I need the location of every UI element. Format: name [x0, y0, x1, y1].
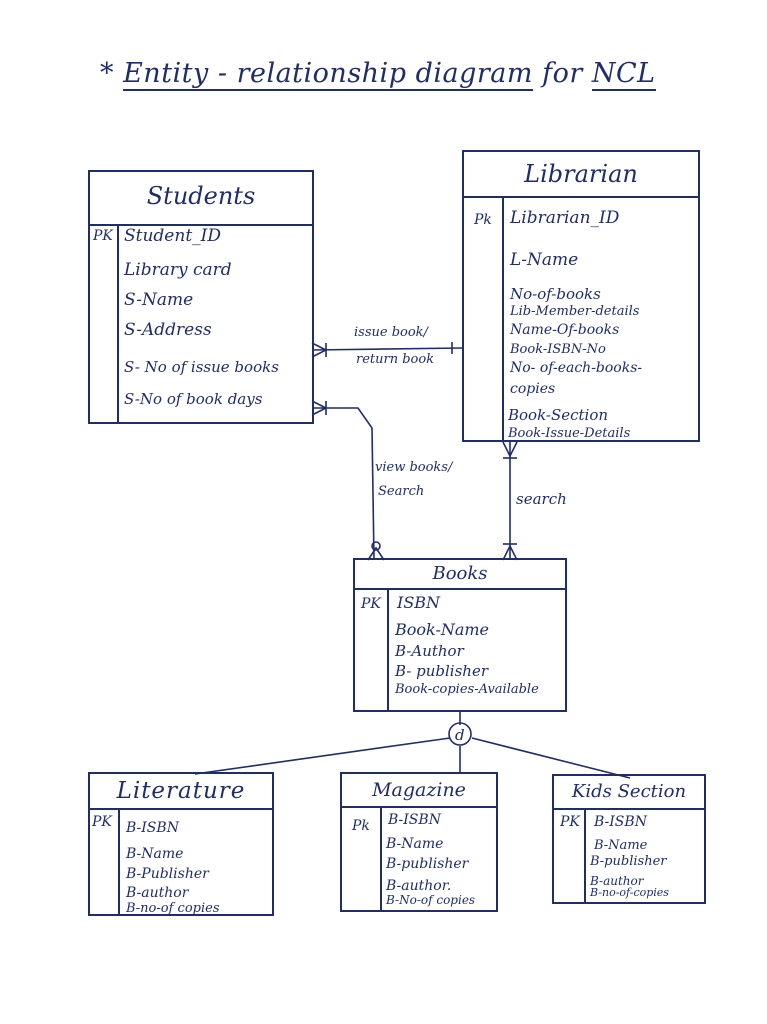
- kids-attr: B-ISBN: [594, 814, 647, 830]
- magazine-attr: B-ISBN: [388, 812, 441, 828]
- literature-attr: B-Name: [126, 846, 184, 862]
- view-optional-mark: [371, 541, 381, 551]
- search-crowfoot-top: [502, 441, 518, 458]
- students-attr: S- No of issue books: [124, 358, 279, 376]
- magazine-attr: B-No-of copies: [386, 893, 476, 907]
- librarian-attr: Name-Of-books: [510, 322, 620, 338]
- entity-kids-section: Kids Section PK B-ISBN B-Name B-publishe…: [552, 774, 706, 904]
- entity-books-name: Books: [355, 560, 565, 590]
- books-attr: ISBN: [397, 593, 441, 612]
- literature-pk: PK: [92, 814, 112, 830]
- view-crowfoot-books: [367, 546, 385, 561]
- entity-students: Students PK Student_ID Library card S-Na…: [88, 170, 314, 424]
- isa-literature: [194, 737, 451, 775]
- librarian-attr: Lib-Member-details: [510, 304, 640, 319]
- librarian-attr: Librarian_ID: [510, 208, 620, 228]
- literature-attr: B-no-of copies: [126, 901, 220, 916]
- kids-attr: B-publisher: [590, 854, 667, 869]
- entity-literature: Literature PK B-ISBN B-Name B-Publisher …: [88, 772, 274, 916]
- students-attr: Library card: [124, 260, 232, 280]
- books-attr: B- publisher: [395, 662, 489, 680]
- students-attr: Student_ID: [124, 226, 221, 246]
- students-attr: S-Address: [124, 320, 212, 340]
- students-attr: S-Name: [124, 290, 194, 310]
- entity-students-name: Students: [90, 172, 312, 226]
- books-attr: B-Author: [395, 642, 464, 660]
- entity-kids-name: Kids Section: [554, 776, 704, 810]
- rel-issue-1: issue book/: [354, 325, 428, 340]
- librarian-attr: Book-ISBN-No: [510, 342, 606, 357]
- librarian-attr: copies: [510, 381, 556, 397]
- diagram-title: * Entity - relationship diagram for NCL: [100, 58, 656, 91]
- title-main: Entity - relationship diagram: [123, 58, 533, 91]
- literature-attr: B-ISBN: [126, 820, 179, 836]
- title-bullet: *: [100, 58, 114, 89]
- books-attr: Book-Name: [395, 620, 490, 639]
- librarian-attr: Book-Section: [508, 406, 609, 424]
- rel-view-2: Search: [378, 484, 425, 499]
- entity-librarian-name: Librarian: [464, 152, 698, 198]
- rel-search: search: [516, 490, 567, 508]
- entity-magazine-name: Magazine: [342, 774, 496, 808]
- title-acronym: NCL: [591, 58, 656, 91]
- students-pk: PK: [93, 228, 113, 244]
- literature-attr: B-author: [126, 885, 189, 901]
- librarian-attr: No- of-each-books-: [510, 360, 643, 376]
- search-crowfoot-bottom: [502, 544, 518, 561]
- librarian-attr: No-of-books: [510, 285, 601, 303]
- kids-attr: B-Name: [594, 838, 648, 853]
- rel-issue-2: return book: [356, 352, 435, 367]
- kids-attr: B-author: [590, 874, 644, 888]
- kids-pk: PK: [560, 814, 580, 830]
- entity-literature-name: Literature: [90, 774, 272, 810]
- entity-books: Books PK ISBN Book-Name B-Author B- publ…: [353, 558, 567, 712]
- magazine-pk: Pk: [352, 818, 370, 834]
- disjoint-label: d: [455, 726, 465, 744]
- librarian-attr: Book-Issue-Details: [508, 426, 631, 441]
- magazine-attr: B-author.: [386, 878, 452, 894]
- librarian-pk: Pk: [474, 212, 492, 228]
- literature-attr: B-Publisher: [126, 866, 209, 882]
- magazine-attr: B-Name: [386, 836, 444, 852]
- disjoint-circle: [448, 722, 472, 746]
- entity-magazine: Magazine Pk B-ISBN B-Name B-publisher B-…: [340, 772, 498, 912]
- kids-attr: B-no-of-copies: [590, 886, 669, 899]
- view-line: [312, 407, 375, 561]
- issue-line: [311, 347, 463, 351]
- students-attr: S-No of book days: [124, 390, 263, 408]
- librarian-attr: L-Name: [510, 250, 579, 270]
- rel-view-1: view books/: [375, 460, 453, 475]
- books-attr: Book-copies-Available: [395, 682, 539, 697]
- entity-librarian: Librarian Pk Librarian_ID L-Name No-of-b…: [462, 150, 700, 442]
- magazine-attr: B-publisher: [386, 856, 469, 872]
- books-pk: PK: [361, 596, 381, 612]
- isa-kids: [471, 737, 631, 779]
- title-suffix: for: [542, 58, 583, 89]
